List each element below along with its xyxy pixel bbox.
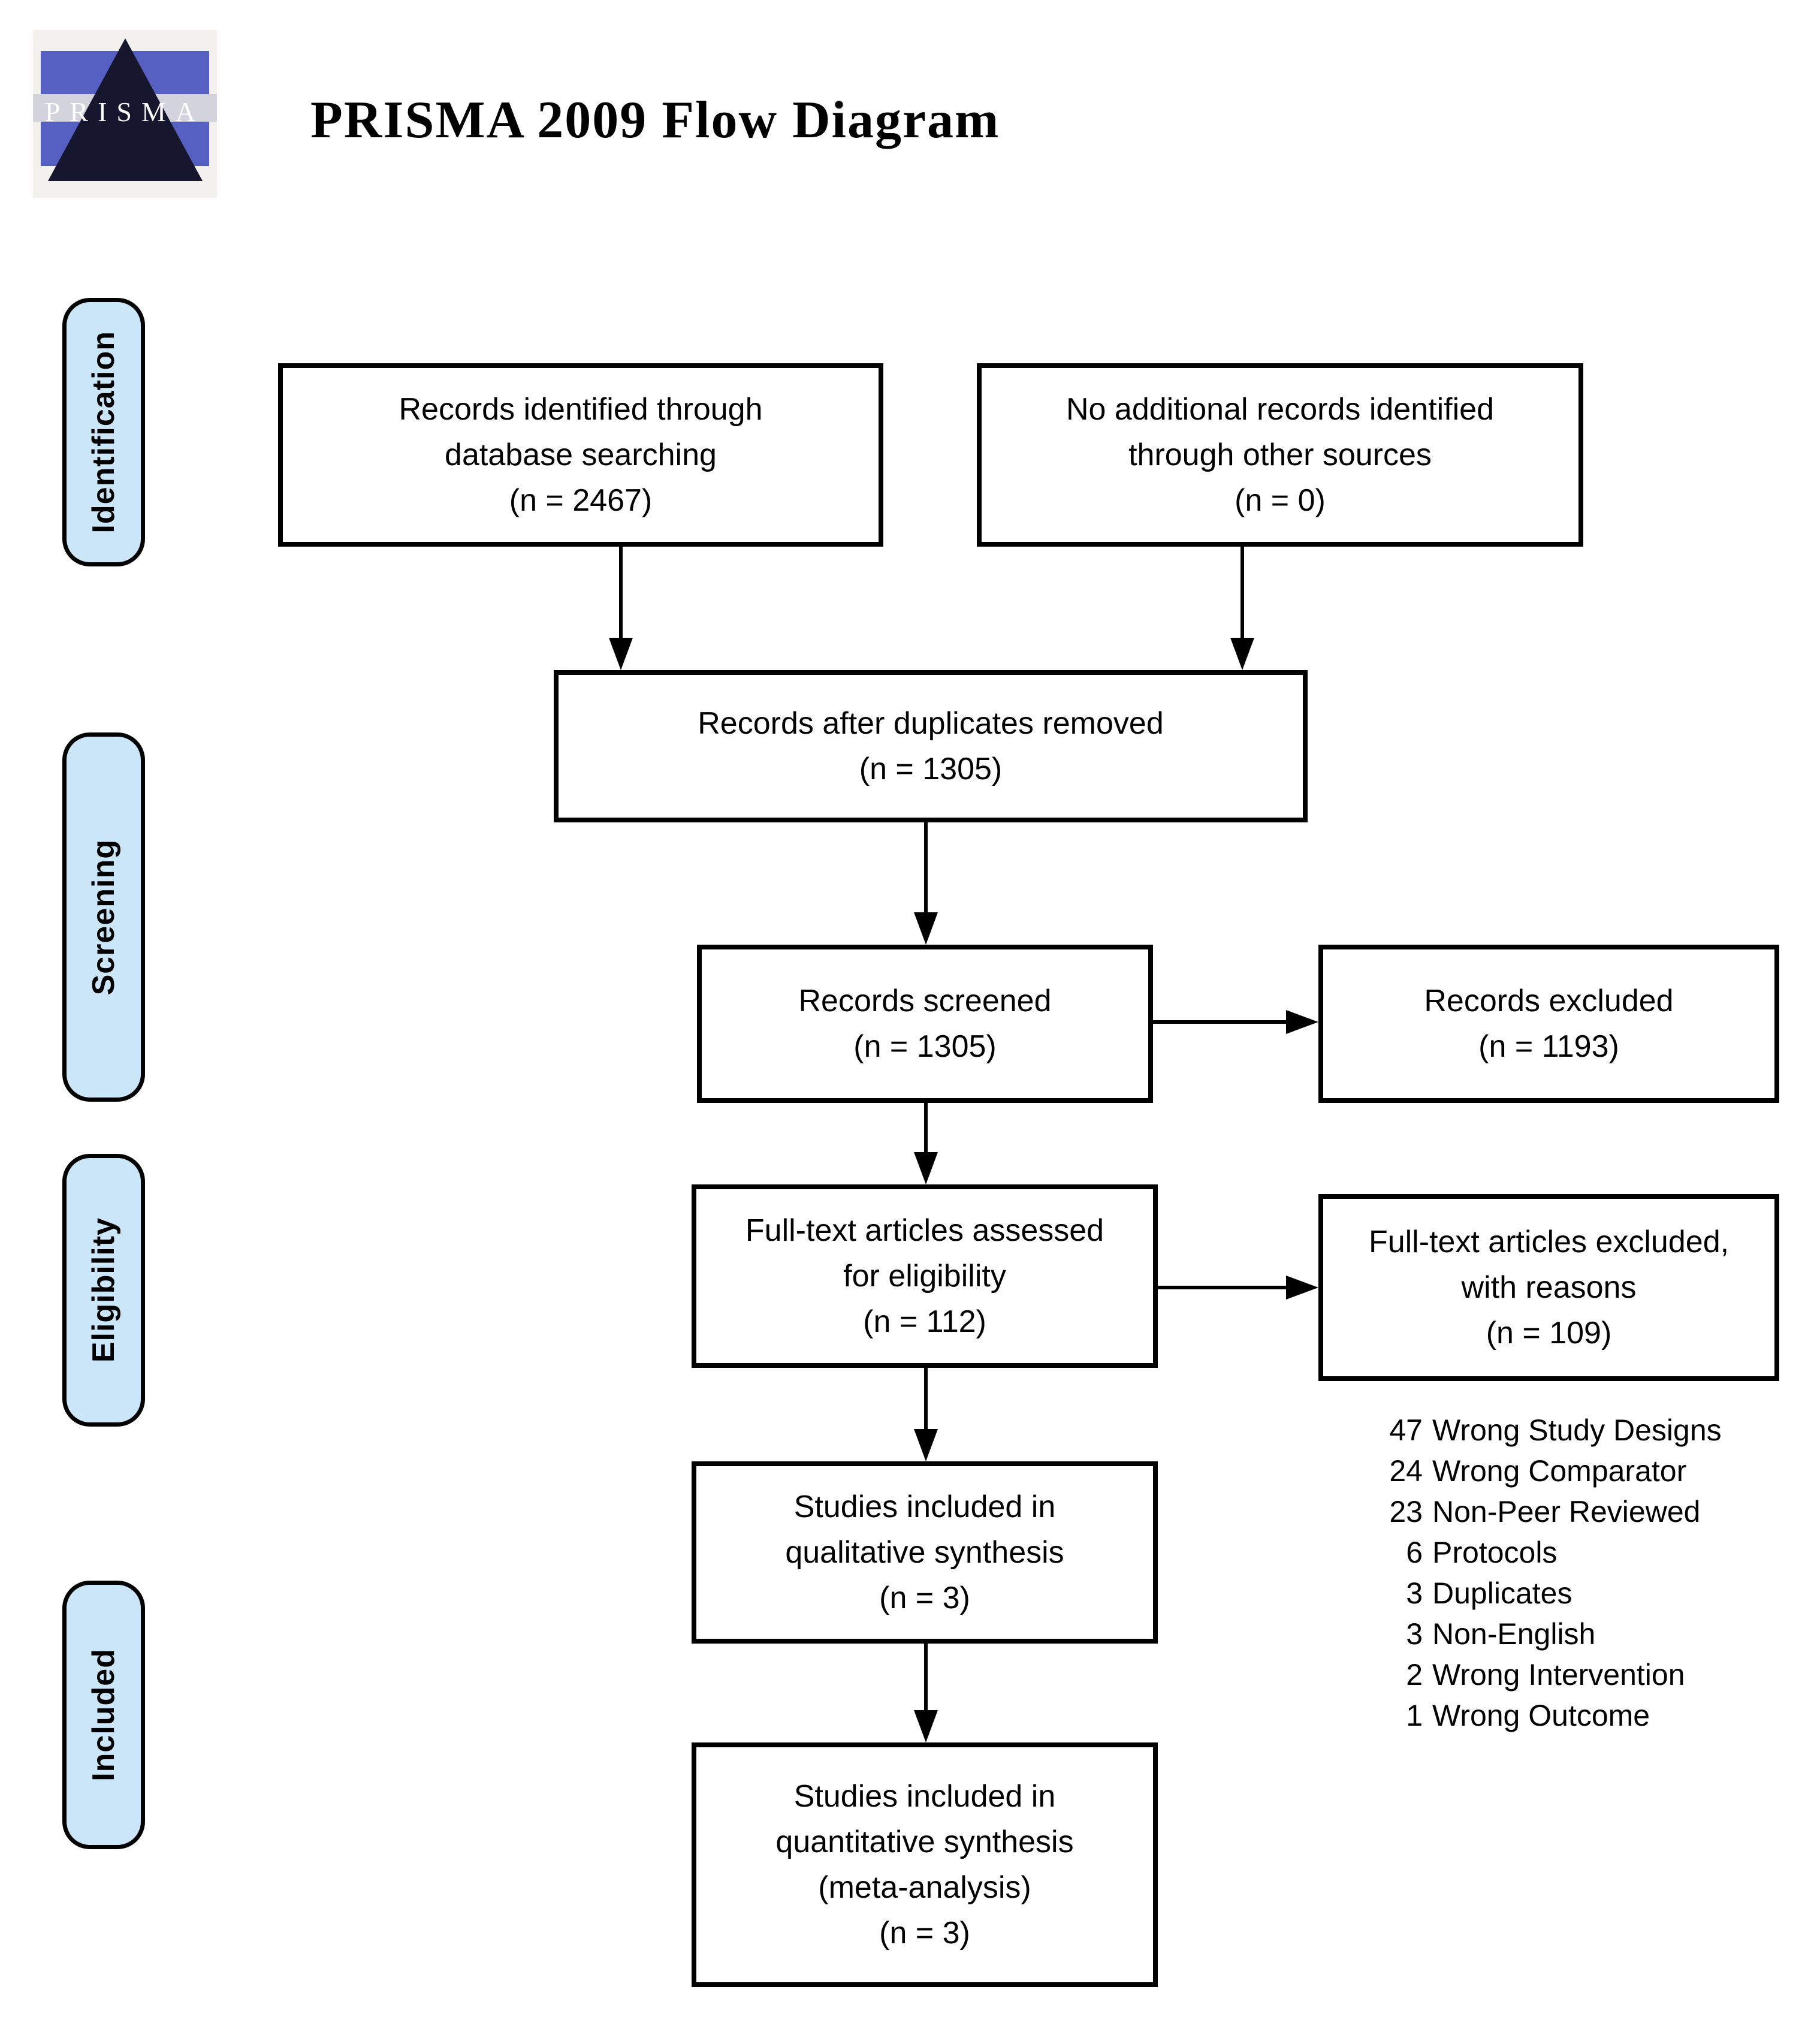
box-line: (n = 112)	[863, 1304, 986, 1339]
arrow-fulltext-to-qualitative	[924, 1368, 928, 1430]
box-line: (n = 3)	[879, 1916, 970, 1950]
box-records-identified: Records identified through database sear…	[278, 363, 883, 547]
exclusion-count: 3	[1406, 1617, 1423, 1651]
exclusion-reasons-list: 47 Wrong Study Designs 24 Wrong Comparat…	[1366, 1410, 1804, 1736]
arrowhead-duplicates-to-screened	[914, 912, 938, 945]
box-line: Records identified through	[399, 392, 763, 427]
box-line: qualitative synthesis	[785, 1535, 1064, 1570]
box-after-duplicates-removed: Records after duplicates removed (n = 13…	[554, 670, 1308, 822]
stage-included: Included	[62, 1581, 145, 1849]
arrowhead-identified-to-duplicates	[609, 638, 633, 670]
exclusion-reason-row: 3 Non-English	[1366, 1614, 1804, 1654]
box-records-screened: Records screened (n = 1305)	[697, 945, 1153, 1103]
box-line: through other sources	[1128, 438, 1432, 472]
arrowhead-fulltext-to-qualitative	[914, 1429, 938, 1461]
box-line: Studies included in	[793, 1779, 1056, 1814]
stage-eligibility-label: Eligibility	[86, 1217, 121, 1363]
arrowhead-screened-to-fulltext	[914, 1152, 938, 1184]
exclusion-count: 1	[1406, 1699, 1423, 1732]
exclusion-label: Non-English	[1432, 1617, 1596, 1651]
logo-pyramid-icon	[48, 38, 203, 181]
arrow-screened-to-excluded	[1153, 1020, 1287, 1024]
arrow-duplicates-to-screened	[924, 822, 928, 913]
exclusion-label: Wrong Intervention	[1432, 1658, 1685, 1692]
stage-screening-label: Screening	[86, 839, 121, 996]
exclusion-reason-row: 1 Wrong Outcome	[1366, 1695, 1804, 1736]
exclusion-count: 23	[1389, 1495, 1423, 1528]
box-line: for eligibility	[843, 1259, 1006, 1294]
box-line: Records screened	[798, 984, 1052, 1018]
box-line: (n = 2467)	[509, 483, 653, 518]
box-line: Full-text articles assessed	[745, 1213, 1104, 1248]
exclusion-label: Protocols	[1432, 1536, 1558, 1569]
exclusion-reason-row: 6 Protocols	[1366, 1532, 1804, 1573]
arrowhead-screened-to-excluded	[1286, 1010, 1318, 1034]
exclusion-label: Wrong Outcome	[1432, 1699, 1650, 1732]
exclusion-reason-row: 24 Wrong Comparator	[1366, 1451, 1804, 1491]
stage-screening: Screening	[62, 732, 145, 1102]
stage-identification: Identification	[62, 298, 145, 566]
arrowhead-additional-to-duplicates	[1230, 638, 1254, 670]
box-quantitative-synthesis: Studies included in quantitative synthes…	[692, 1742, 1158, 1987]
exclusion-count: 3	[1406, 1576, 1423, 1610]
logo-wordmark: PRISMA	[44, 97, 206, 127]
box-line: No additional records identified	[1066, 392, 1494, 427]
stage-eligibility: Eligibility	[62, 1154, 145, 1427]
arrow-additional-to-duplicates	[1241, 547, 1244, 640]
exclusion-count: 6	[1406, 1536, 1423, 1569]
box-line: (n = 3)	[879, 1581, 970, 1615]
box-records-excluded: Records excluded (n = 1193)	[1318, 945, 1779, 1103]
page-title: PRISMA 2009 Flow Diagram	[310, 91, 1000, 149]
box-line: quantitative synthesis	[775, 1825, 1074, 1859]
exclusion-reason-row: 47 Wrong Study Designs	[1366, 1410, 1804, 1451]
box-line: database searching	[445, 438, 717, 472]
box-line: (n = 1305)	[853, 1029, 997, 1064]
exclusion-reason-row: 2 Wrong Intervention	[1366, 1654, 1804, 1695]
arrow-fulltext-to-fulltext-excluded	[1158, 1286, 1287, 1289]
box-fulltext-excluded: Full-text articles excluded, with reason…	[1318, 1194, 1779, 1381]
stage-included-label: Included	[86, 1648, 121, 1781]
box-line: (n = 109)	[1486, 1316, 1612, 1350]
prisma-logo: PRISMA	[33, 30, 217, 198]
exclusion-reason-row: 23 Non-Peer Reviewed	[1366, 1491, 1804, 1532]
stage-identification-label: Identification	[86, 331, 121, 533]
exclusion-reason-row: 3 Duplicates	[1366, 1573, 1804, 1614]
box-fulltext-assessed: Full-text articles assessed for eligibil…	[692, 1184, 1158, 1368]
box-no-additional-records: No additional records identified through…	[977, 363, 1583, 547]
box-line: (meta-analysis)	[818, 1870, 1031, 1905]
box-line: (n = 1193)	[1478, 1029, 1619, 1064]
arrowhead-fulltext-to-fulltext-excluded	[1286, 1276, 1318, 1300]
exclusion-label: Wrong Study Designs	[1432, 1413, 1722, 1447]
arrow-screened-to-fulltext	[924, 1103, 928, 1153]
exclusion-count: 2	[1406, 1658, 1423, 1692]
exclusion-label: Wrong Comparator	[1432, 1454, 1687, 1488]
exclusion-count: 47	[1389, 1413, 1423, 1447]
arrowhead-qualitative-to-quantitative	[914, 1710, 938, 1742]
box-line: Studies included in	[793, 1490, 1056, 1524]
exclusion-label: Duplicates	[1432, 1576, 1572, 1610]
box-line: (n = 0)	[1235, 483, 1326, 518]
box-qualitative-synthesis: Studies included in qualitative synthesi…	[692, 1461, 1158, 1644]
arrow-identified-to-duplicates	[619, 547, 623, 640]
box-line: with reasons	[1461, 1270, 1637, 1305]
arrow-qualitative-to-quantitative	[924, 1644, 928, 1711]
exclusion-count: 24	[1389, 1454, 1423, 1488]
box-line: Records after duplicates removed	[698, 706, 1164, 741]
box-line: (n = 1305)	[859, 752, 1003, 786]
box-line: Full-text articles excluded,	[1368, 1225, 1730, 1259]
exclusion-label: Non-Peer Reviewed	[1432, 1495, 1701, 1528]
box-line: Records excluded	[1424, 984, 1674, 1018]
